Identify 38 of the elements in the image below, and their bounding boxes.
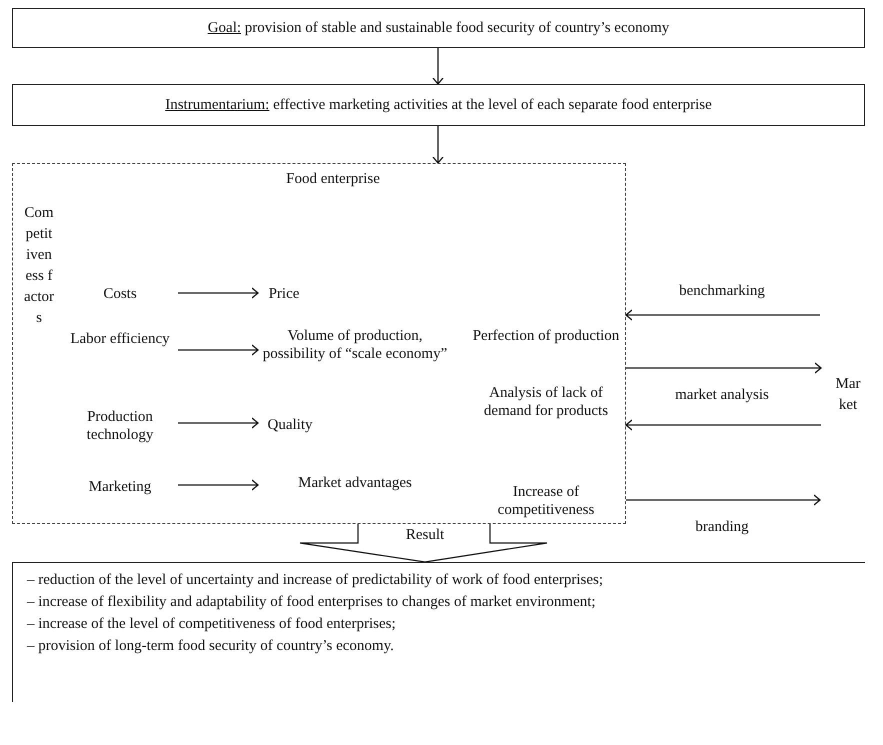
result-item: – provision of long-term food security of country’s economy. [27,637,395,656]
heading-text: effective marketing activities at the level of each separate food enterprise [273,97,712,113]
arrow [178,344,259,356]
effect-label: Quality [259,415,321,435]
result-item: – increase of flexibility and adaptability of food enterprises to changes of market environment; [27,593,597,612]
arrow [432,48,444,85]
heading-label: Instrumentarium: [165,97,270,113]
group-title: Food enterprise [285,170,381,188]
factor-heading: Competitiveness factors [19,181,59,351]
result-item: – reduction of the level of uncertainty and increase of predictability of work of food enterprises; [27,571,604,590]
arrow [178,287,259,299]
goal-box [12,8,865,48]
market-label: Market [821,345,875,445]
activity-label: Analysis of lack of demand for products [465,371,627,433]
arrow [178,417,259,429]
arrow [626,362,822,374]
activity-label: Increase of competitiveness [471,481,621,521]
edge-label: Result [404,526,446,544]
effect-label: Price [259,284,309,304]
block-arrow [299,523,548,563]
activity-label: Perfection of production [471,316,621,356]
effect-label: Market advantages [259,463,451,503]
result-box [12,562,865,702]
factor-label: Production technology [61,404,179,448]
heading-text: provision of stable and sustainable food security of country’s economy [244,20,670,36]
arrow [625,309,820,321]
factor-label: Marketing [61,477,179,497]
effect-label: Volume of production, possibility of “scale economy” [259,315,451,375]
factor-label: Labor efficiency [61,317,179,361]
arrow [432,126,444,164]
factor-label: Costs [61,284,179,304]
result-item: – increase of the level of competitiveness of food enterprises; [27,615,397,634]
instrument-box [12,84,865,126]
heading-label: Goal: [208,20,242,36]
arrow [178,479,259,491]
arrow [626,494,821,506]
arrow [625,419,821,431]
enterprise-frame [12,163,626,524]
